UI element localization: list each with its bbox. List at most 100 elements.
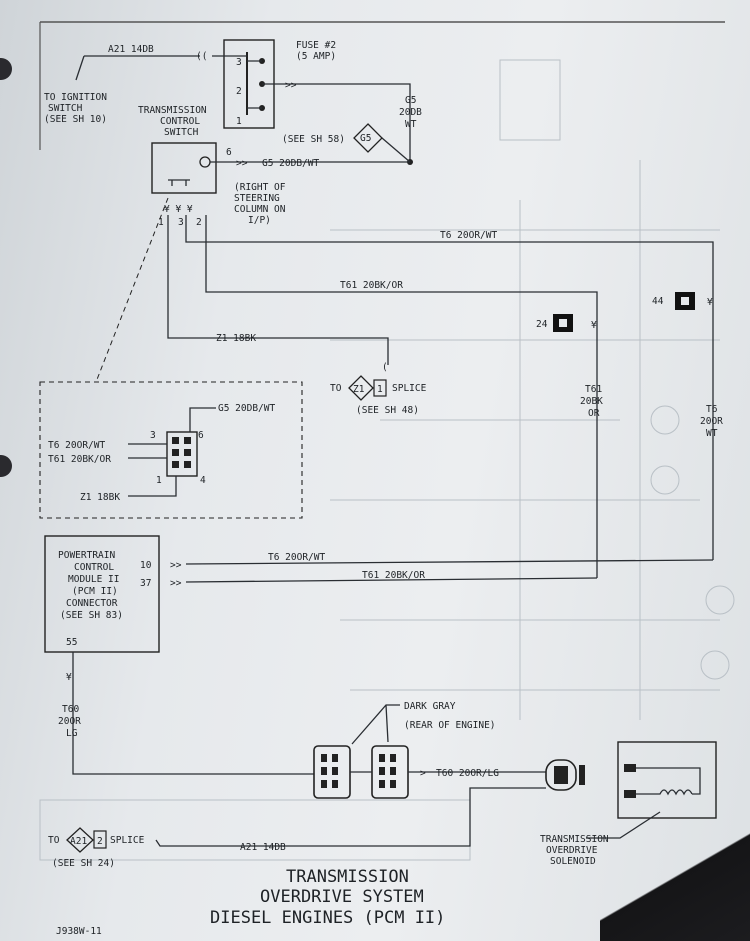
t60-chevron-2: > [420, 768, 426, 779]
t6-vert-2: 20OR [700, 416, 723, 427]
g5-diamond [353, 123, 383, 153]
pcm-connector-box [44, 535, 160, 653]
dark-gray-leaders [351, 704, 400, 745]
right-of-4: I/P) [248, 215, 271, 226]
a21-splice-2: 2 [97, 836, 103, 847]
detail-g5-lead [189, 407, 216, 432]
tcs-label-2: CONTROL [160, 116, 200, 127]
see-sh24: (SEE SH 24) [52, 858, 115, 869]
splice-pin-1: 1 [377, 384, 383, 395]
dark-gray-label: DARK GRAY [404, 701, 456, 712]
t6-top-wire [185, 215, 714, 560]
splice-to: TO [330, 383, 342, 394]
to-ignition-1: TO IGNITION [44, 92, 107, 103]
t6-chevron: ¥ [707, 297, 713, 308]
box-t6-label: T6 20OR/WT [48, 440, 105, 451]
pcm-pin-37: 37 [140, 578, 151, 589]
fuse-internal [247, 60, 262, 109]
t6-bottom-label: T6 20OR/WT [268, 552, 325, 563]
switch-contact [199, 156, 211, 168]
switch-pin-6: 6 [226, 147, 232, 158]
pin37-chevrons: >> [170, 578, 182, 589]
t6-vert-3: WT [706, 428, 718, 439]
t60-vert-2: 20OR [58, 716, 81, 727]
to-ignition-2: SWITCH [48, 103, 83, 114]
switch-pin-chevrons: ¥ ¥ ¥ [164, 204, 193, 215]
g5-vert-3: WT [405, 119, 417, 130]
box-pin-3: 3 [150, 430, 156, 441]
connector-24-label: 24 [536, 319, 548, 330]
t6-top-label: T6 20OR/WT [440, 230, 497, 241]
see-sh58: (SEE SH 58) [282, 134, 345, 145]
g5-vertical-wire [262, 83, 411, 162]
fuse-label: FUSE #2 [296, 40, 336, 51]
a21-bottom-wire [155, 787, 546, 847]
g5-switch-label: G5 20DB/WT [262, 158, 319, 169]
t61-chevron: ¥ [591, 320, 597, 331]
solenoid-label-2: OVERDRIVE [546, 845, 598, 856]
solenoid-connector-latch [579, 765, 585, 785]
solenoid-return [636, 767, 701, 795]
connector-44-window [681, 297, 689, 305]
splice-word: SPLICE [392, 383, 427, 394]
title-line-2: OVERDRIVE SYSTEM [260, 887, 424, 907]
switch-pin-2: 2 [196, 217, 202, 228]
right-of-1: (RIGHT OF [234, 182, 286, 193]
t60-chevron: ¥ [66, 672, 72, 683]
solenoid-connector-body [554, 766, 568, 784]
tcs-label-1: TRANSMISSION [138, 105, 207, 116]
connector-left-pins [321, 754, 338, 788]
right-of-2: STEERING [234, 193, 280, 204]
a21-diamond [66, 827, 94, 853]
t60-vert-1: T60 [62, 704, 79, 715]
connector-detail-box [39, 381, 303, 519]
fuse-chevrons: >> [285, 80, 297, 91]
t61-bottom-wire [185, 577, 598, 583]
transmission-control-switch [151, 142, 217, 194]
a21-splice-box [93, 830, 107, 849]
t61-top-label: T61 20BK/OR [340, 280, 403, 291]
a21-bottom-label: A21 14DB [240, 842, 286, 853]
switch-pin-1: 1 [158, 217, 164, 228]
rear-engine-label: (REAR OF ENGINE) [404, 720, 496, 731]
box-z1-label: Z1 18BK [80, 492, 120, 503]
detail-z1-lead [128, 476, 177, 497]
tcs-label-3: SWITCH [164, 127, 199, 138]
solenoid-terminal-top [624, 764, 636, 772]
connector-44-label: 44 [652, 296, 664, 307]
title-line-1: TRANSMISSION [286, 867, 409, 887]
box-pin-1: 1 [156, 475, 162, 486]
detail-leader [95, 197, 169, 383]
t6-bottom-wire [185, 559, 714, 565]
t6-vert-1: T6 [706, 404, 718, 415]
switch-chevron: >> [236, 158, 248, 169]
t61-vert-3: OR [588, 408, 600, 419]
t61-vert-1: T61 [585, 384, 602, 395]
g5-diamond-label: G5 [360, 133, 371, 144]
solenoid-label-1: TRANSMISSION [540, 834, 609, 845]
fuse-amp-label: (5 AMP) [296, 51, 336, 62]
z1-splice-chevron: ( [382, 362, 388, 373]
to-ignition-3: (SEE SH 10) [44, 114, 107, 125]
pcm-label-5: CONNECTOR [66, 598, 118, 609]
pcm-pin-55: 55 [66, 637, 77, 648]
connector-cavities [172, 437, 191, 468]
t61-vert-2: 20BK [580, 396, 603, 407]
t60-vert-3: LG [66, 728, 78, 739]
z1-splice-box [373, 379, 387, 397]
fuse-pin-1: 1 [236, 116, 242, 127]
pcm-label-4: (PCM II) [72, 586, 118, 597]
z1-diamond [348, 375, 374, 401]
connector-24-window [559, 319, 567, 327]
splice-z1: Z1 [353, 384, 365, 395]
pcm-label-6: (SEE SH 83) [60, 610, 123, 621]
detail-t6-t61-leads [128, 443, 167, 459]
binder-hole-middle [0, 455, 12, 477]
t61-bottom-label: T61 20BK/OR [362, 570, 425, 581]
connector-right-pins [379, 754, 396, 788]
switch-pin-3: 3 [178, 217, 184, 228]
t61-top-wire [205, 215, 598, 578]
g5-diamond-lead [381, 137, 411, 163]
